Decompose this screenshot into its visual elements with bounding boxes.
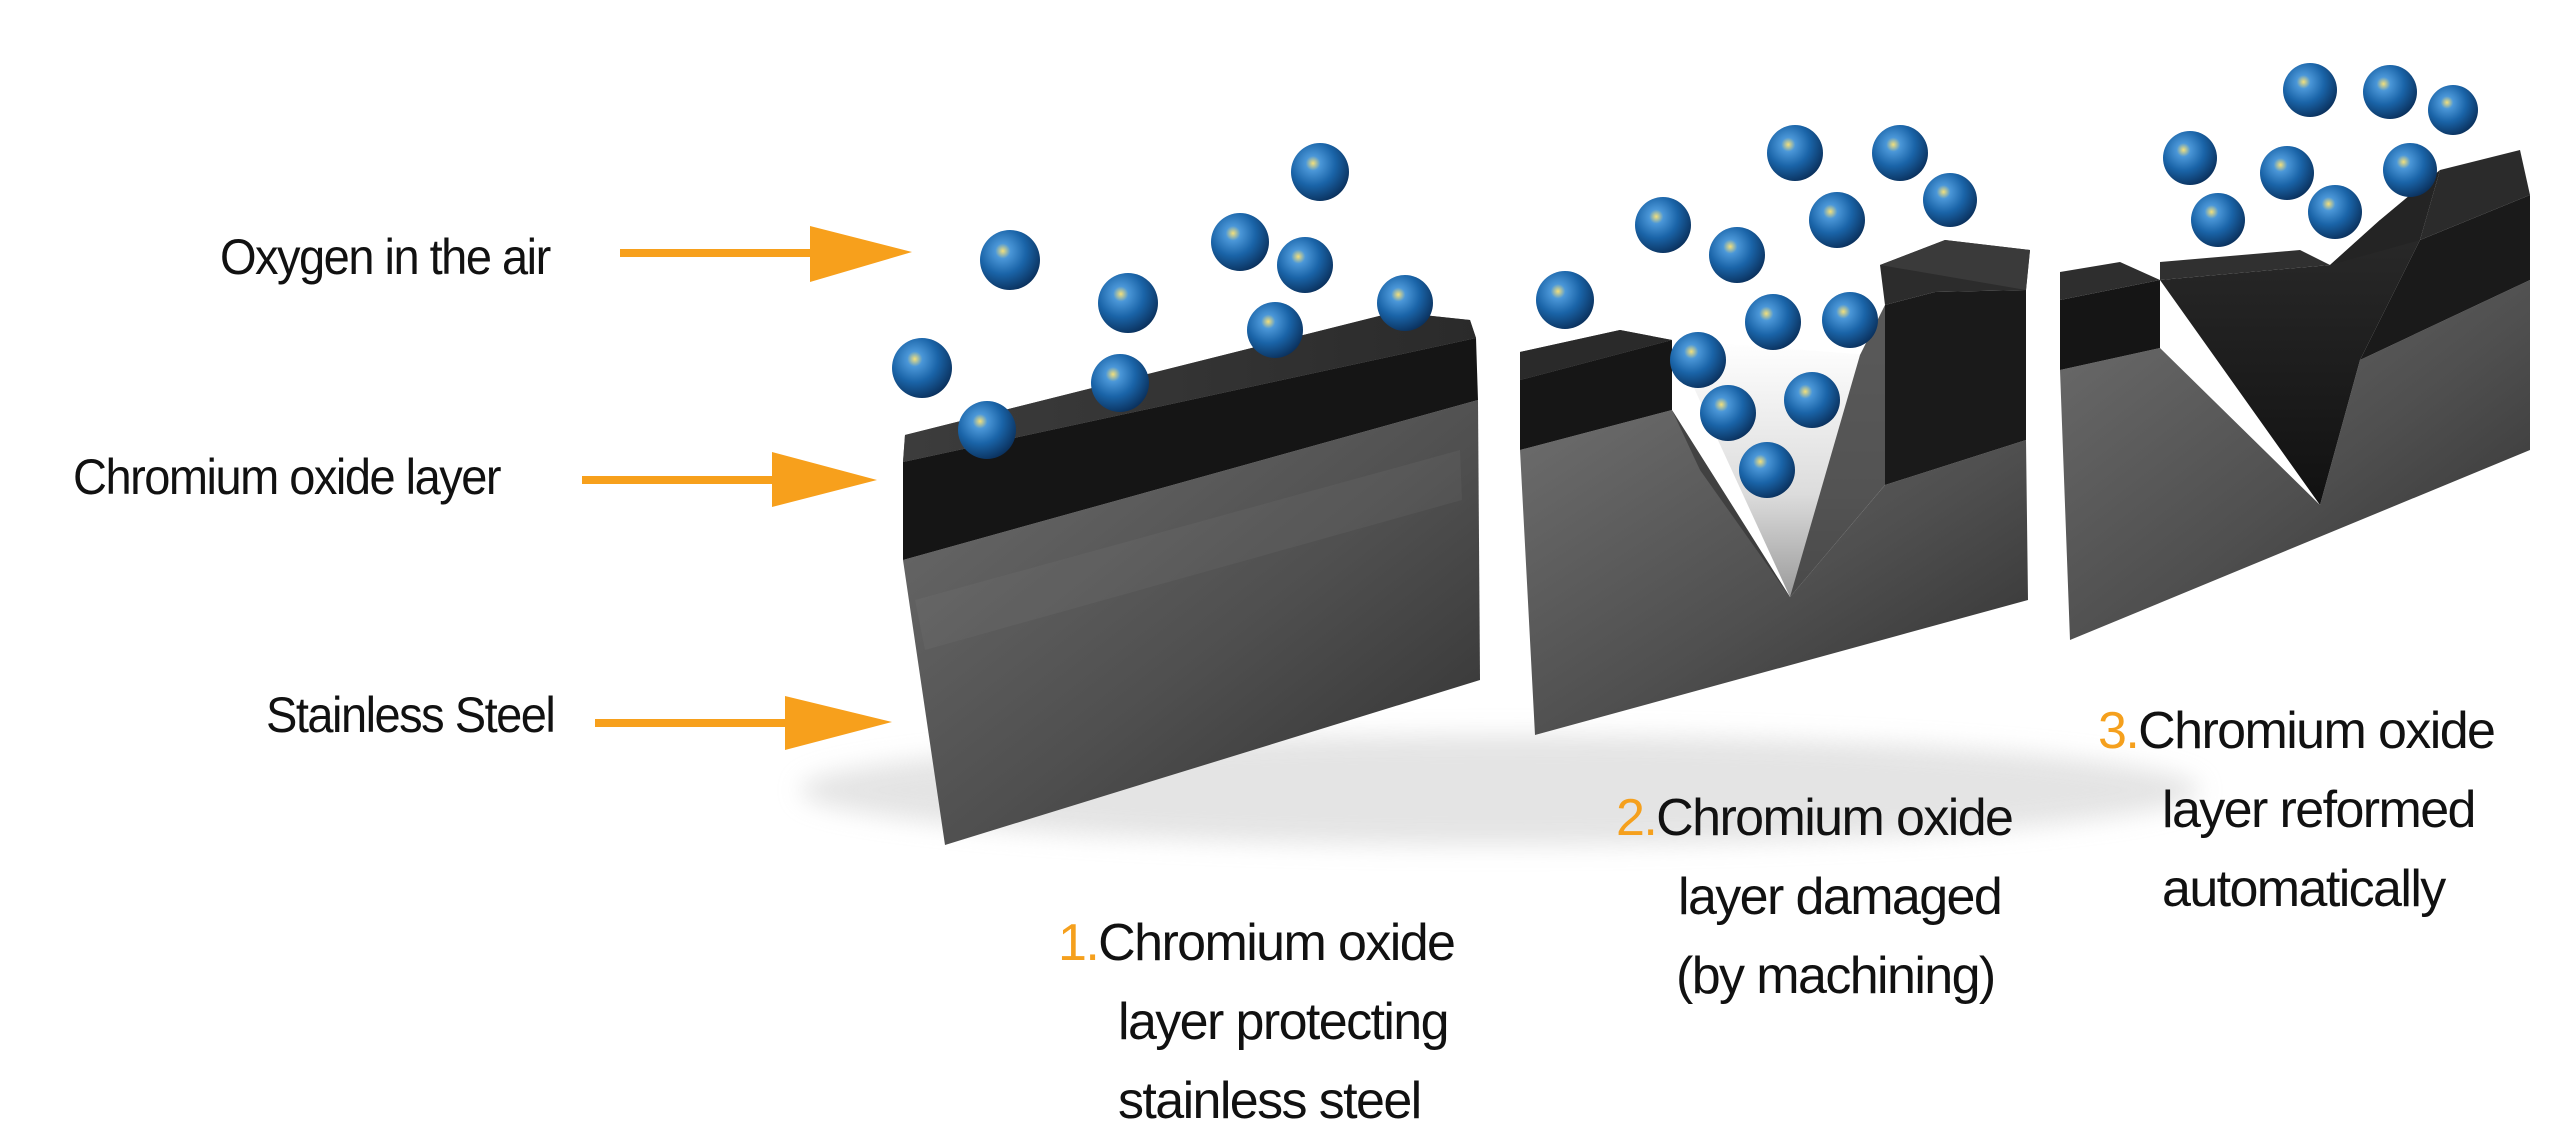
caption-step-2: 2.Chromium oxide layer damaged (by machi… [1616,779,2014,1016]
oxygen-ball [1536,271,1594,329]
oxygen-ball [1872,125,1928,181]
step-number: 3. [2098,702,2140,760]
block-1-intact-layer [903,312,1480,845]
oxygen-ball [1247,302,1303,358]
oxygen-ball [1739,442,1795,498]
arrow-oxygen [620,226,912,282]
block-2-damaged-layer [1520,240,2030,735]
caption-line: Chromium oxide [1098,914,1456,972]
oxygen-ball [1670,332,1726,388]
caption-line: automatically [2162,860,2446,918]
oxygen-ball [1700,385,1756,441]
label-steel: Stainless Steel [266,687,556,743]
oxygen-ball [980,230,1040,290]
caption-line: stainless steel [1118,1072,1422,1130]
caption-step-1: 1.Chromium oxide layer protecting stainl… [1058,904,1456,1141]
oxygen-ball [2428,85,2478,135]
caption-line: layer reformed [2162,781,2476,839]
oxygen-ball [2260,146,2314,200]
arrow-oxide-layer [582,452,877,507]
oxygen-ball [1635,197,1691,253]
label-oxygen: Oxygen in the air [220,229,551,285]
oxygen-ball [2383,143,2437,197]
label-oxide-layer: Chromium oxide layer [73,449,502,505]
oxygen-ball [2191,193,2245,247]
step-number: 2. [1616,789,1658,847]
oxygen-balls [892,63,2478,498]
oxygen-ball [1091,354,1149,412]
oxygen-ball [1923,173,1977,227]
oxygen-ball [892,338,952,398]
oxygen-ball [1291,143,1349,201]
oxygen-ball [1377,275,1433,331]
oxygen-ball [2163,131,2217,185]
caption-step-3: 3.Chromium oxide layer reformed automati… [2098,692,2496,929]
oxygen-ball [1767,125,1823,181]
caption-line: layer damaged [1678,868,2003,926]
caption-line: Chromium oxide [1656,789,2014,847]
oxygen-ball [1822,292,1878,348]
oxygen-ball [1211,213,1269,271]
step-number: 1. [1058,914,1100,972]
oxygen-ball [1098,273,1158,333]
oxygen-ball [1784,372,1840,428]
caption-line: layer protecting [1118,993,1450,1051]
oxygen-ball [1709,227,1765,283]
caption-line: (by machining) [1676,947,1996,1005]
caption-line: Chromium oxide [2138,702,2496,760]
oxygen-ball [1277,237,1333,293]
oxygen-ball [1745,294,1801,350]
oxygen-ball [2283,63,2337,117]
oxygen-ball [2308,185,2362,239]
oxygen-ball [1809,192,1865,248]
oxygen-ball [2363,65,2417,119]
oxygen-ball [958,401,1016,459]
arrow-steel [595,696,892,750]
block-3-reformed-layer [2060,150,2530,640]
